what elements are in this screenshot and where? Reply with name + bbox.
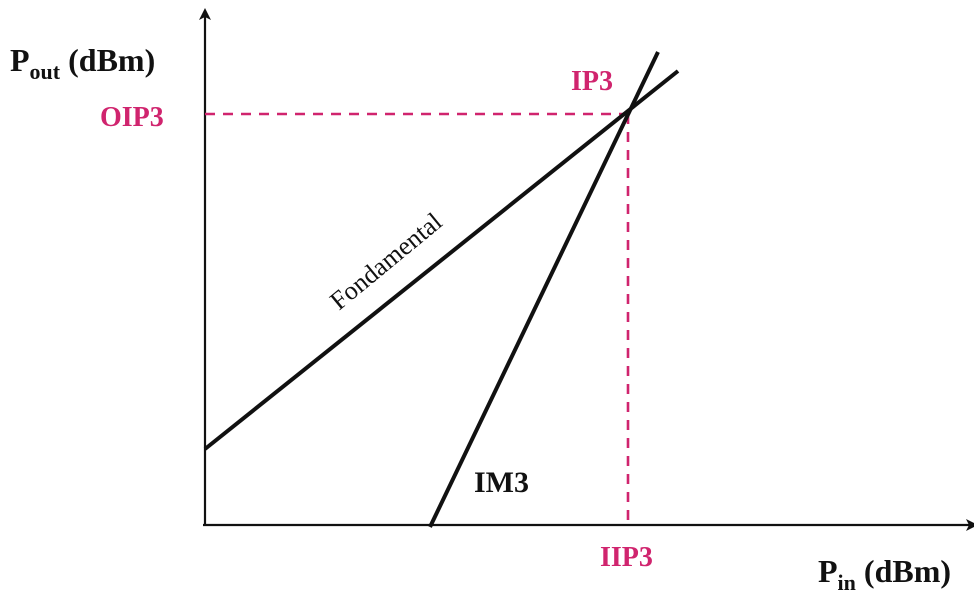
y-axis-label-main: P [10,42,30,78]
im3-label: IM3 [474,466,529,499]
y-axis-label-unit: (dBm) [60,42,155,78]
im3-line [428,51,660,528]
fundamental-label: Fondamental [324,207,447,316]
x-axis-label: Pin (dBm) [818,553,951,592]
y-axis-label-sub: out [30,59,61,84]
x-axis-label-unit: (dBm) [856,553,951,589]
x-axis-label-main: P [818,553,838,589]
y-axis-label: Pout (dBm) [10,42,155,84]
fundamental-line [203,69,680,451]
oip3-label: OIP3 [100,102,164,133]
x-axis-label-sub: in [838,570,856,592]
iip3-label: IIP3 [600,542,653,573]
ip3-label: IP3 [571,66,613,97]
